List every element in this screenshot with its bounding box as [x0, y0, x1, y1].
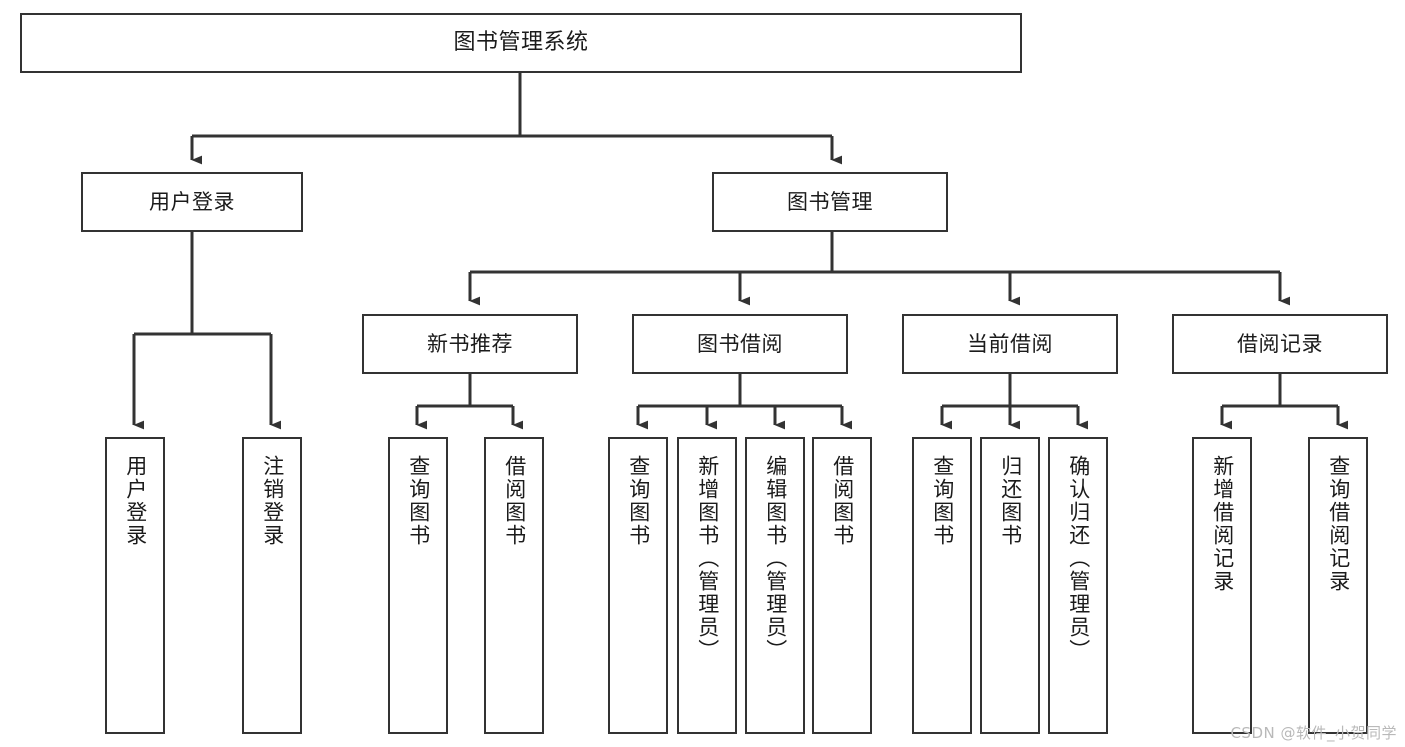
node-leaf-query-book-borrow[interactable]: 查询图书	[608, 437, 668, 734]
node-book-management[interactable]: 图书管理	[712, 172, 948, 232]
node-borrow-record[interactable]: 借阅记录	[1172, 314, 1388, 374]
node-label: 查询图书	[406, 455, 431, 547]
node-leaf-edit-book-admin[interactable]: 编辑图书（管理员）	[745, 437, 805, 734]
node-label: 用户登录	[123, 455, 148, 547]
node-current-borrow[interactable]: 当前借阅	[902, 314, 1118, 374]
node-leaf-add-book-admin[interactable]: 新增图书（管理员）	[677, 437, 737, 734]
node-label: 查询图书	[930, 455, 955, 547]
node-label: 借阅图书	[502, 455, 527, 547]
node-label: 注销登录	[260, 455, 285, 547]
node-leaf-return-book[interactable]: 归还图书	[980, 437, 1040, 734]
node-label: 借阅图书	[830, 455, 855, 547]
node-leaf-user-login[interactable]: 用户登录	[105, 437, 165, 734]
node-new-book-recommend[interactable]: 新书推荐	[362, 314, 578, 374]
node-label: 查询图书	[626, 455, 651, 547]
node-leaf-query-book-current[interactable]: 查询图书	[912, 437, 972, 734]
node-leaf-borrow-book[interactable]: 借阅图书	[812, 437, 872, 734]
node-leaf-add-borrow-record[interactable]: 新增借阅记录	[1192, 437, 1252, 734]
node-leaf-confirm-return-admin[interactable]: 确认归还（管理员）	[1048, 437, 1108, 734]
node-user-login[interactable]: 用户登录	[81, 172, 303, 232]
node-root-system[interactable]: 图书管理系统	[20, 13, 1022, 73]
node-leaf-logout-login[interactable]: 注销登录	[242, 437, 302, 734]
node-label: 归还图书	[998, 455, 1023, 547]
node-label: 编辑图书（管理员）	[763, 455, 788, 662]
node-book-borrow[interactable]: 图书借阅	[632, 314, 848, 374]
node-label: 用户登录	[149, 189, 235, 214]
node-leaf-query-book-recommend[interactable]: 查询图书	[388, 437, 448, 734]
node-label: 图书借阅	[697, 331, 783, 356]
node-label: 查询借阅记录	[1326, 455, 1351, 593]
node-label: 借阅记录	[1237, 331, 1323, 356]
node-label: 当前借阅	[967, 331, 1053, 356]
node-label: 新增借阅记录	[1210, 455, 1235, 593]
node-leaf-borrow-book-recommend[interactable]: 借阅图书	[484, 437, 544, 734]
node-label: 图书管理系统	[453, 30, 589, 56]
node-leaf-query-borrow-record[interactable]: 查询借阅记录	[1308, 437, 1368, 734]
node-label: 新增图书（管理员）	[695, 455, 720, 662]
csdn-watermark: CSDN @软件_小贺同学	[1230, 724, 1397, 742]
node-label: 图书管理	[787, 189, 873, 214]
node-label: 确认归还（管理员）	[1066, 455, 1091, 662]
node-label: 新书推荐	[427, 331, 513, 356]
